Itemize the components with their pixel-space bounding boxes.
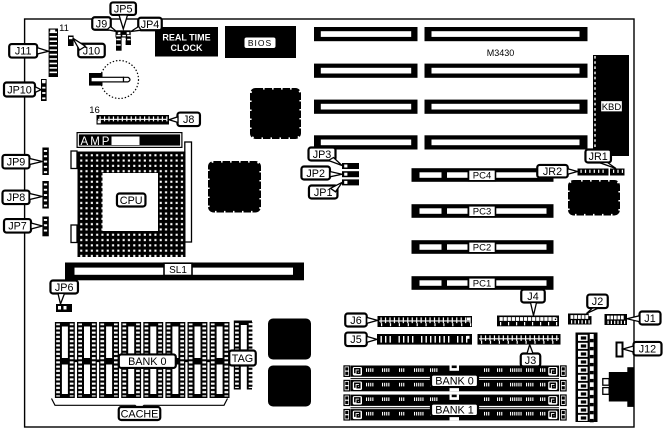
svg-text:JP6: JP6 [55,282,74,294]
svg-text:JP4: JP4 [141,19,160,31]
svg-text:J3: J3 [525,355,536,367]
svg-text:JR2: JR2 [543,166,562,178]
svg-text:JP8: JP8 [7,192,26,204]
svg-text:AMP: AMP [81,136,112,148]
svg-text:JP9: JP9 [7,157,26,169]
svg-text:J8: J8 [183,114,194,126]
svg-text:JP1: JP1 [314,187,333,199]
svg-text:J5: J5 [350,334,361,346]
svg-text:J10: J10 [83,45,100,57]
svg-text:JR1: JR1 [589,151,608,163]
svg-text:JP2: JP2 [306,168,325,180]
svg-text:J4: J4 [527,291,538,303]
svg-text:BANK 0: BANK 0 [435,376,473,388]
svg-text:KBD: KBD [602,102,622,113]
svg-text:11: 11 [59,23,69,34]
svg-text:TAG: TAG [232,353,253,365]
svg-text:SL1: SL1 [169,265,187,276]
svg-text:CPU: CPU [120,195,143,207]
svg-text:J9: J9 [96,18,107,30]
svg-text:BIOS: BIOS [248,38,272,48]
svg-text:CLOCK: CLOCK [171,43,203,53]
svg-text:J11: J11 [15,46,32,58]
svg-text:J12: J12 [639,344,656,356]
svg-text:J2: J2 [592,296,603,308]
svg-text:PC3: PC3 [473,207,491,218]
svg-text:JP10: JP10 [7,84,32,96]
svg-text:PC1: PC1 [473,279,491,290]
svg-text:REAL TIME: REAL TIME [162,33,210,43]
svg-text:CACHE: CACHE [121,408,159,420]
svg-text:PC4: PC4 [473,171,491,182]
svg-text:BANK 1: BANK 1 [435,405,473,417]
svg-text:M3430: M3430 [487,48,515,58]
svg-text:BANK 0: BANK 0 [128,356,166,368]
svg-text:J1: J1 [644,313,655,325]
svg-text:JP3: JP3 [313,149,332,161]
svg-text:16: 16 [89,105,100,116]
svg-text:JP7: JP7 [8,221,27,233]
svg-text:PC2: PC2 [473,243,491,254]
svg-text:JP5: JP5 [114,4,133,16]
svg-text:J6: J6 [350,315,361,327]
